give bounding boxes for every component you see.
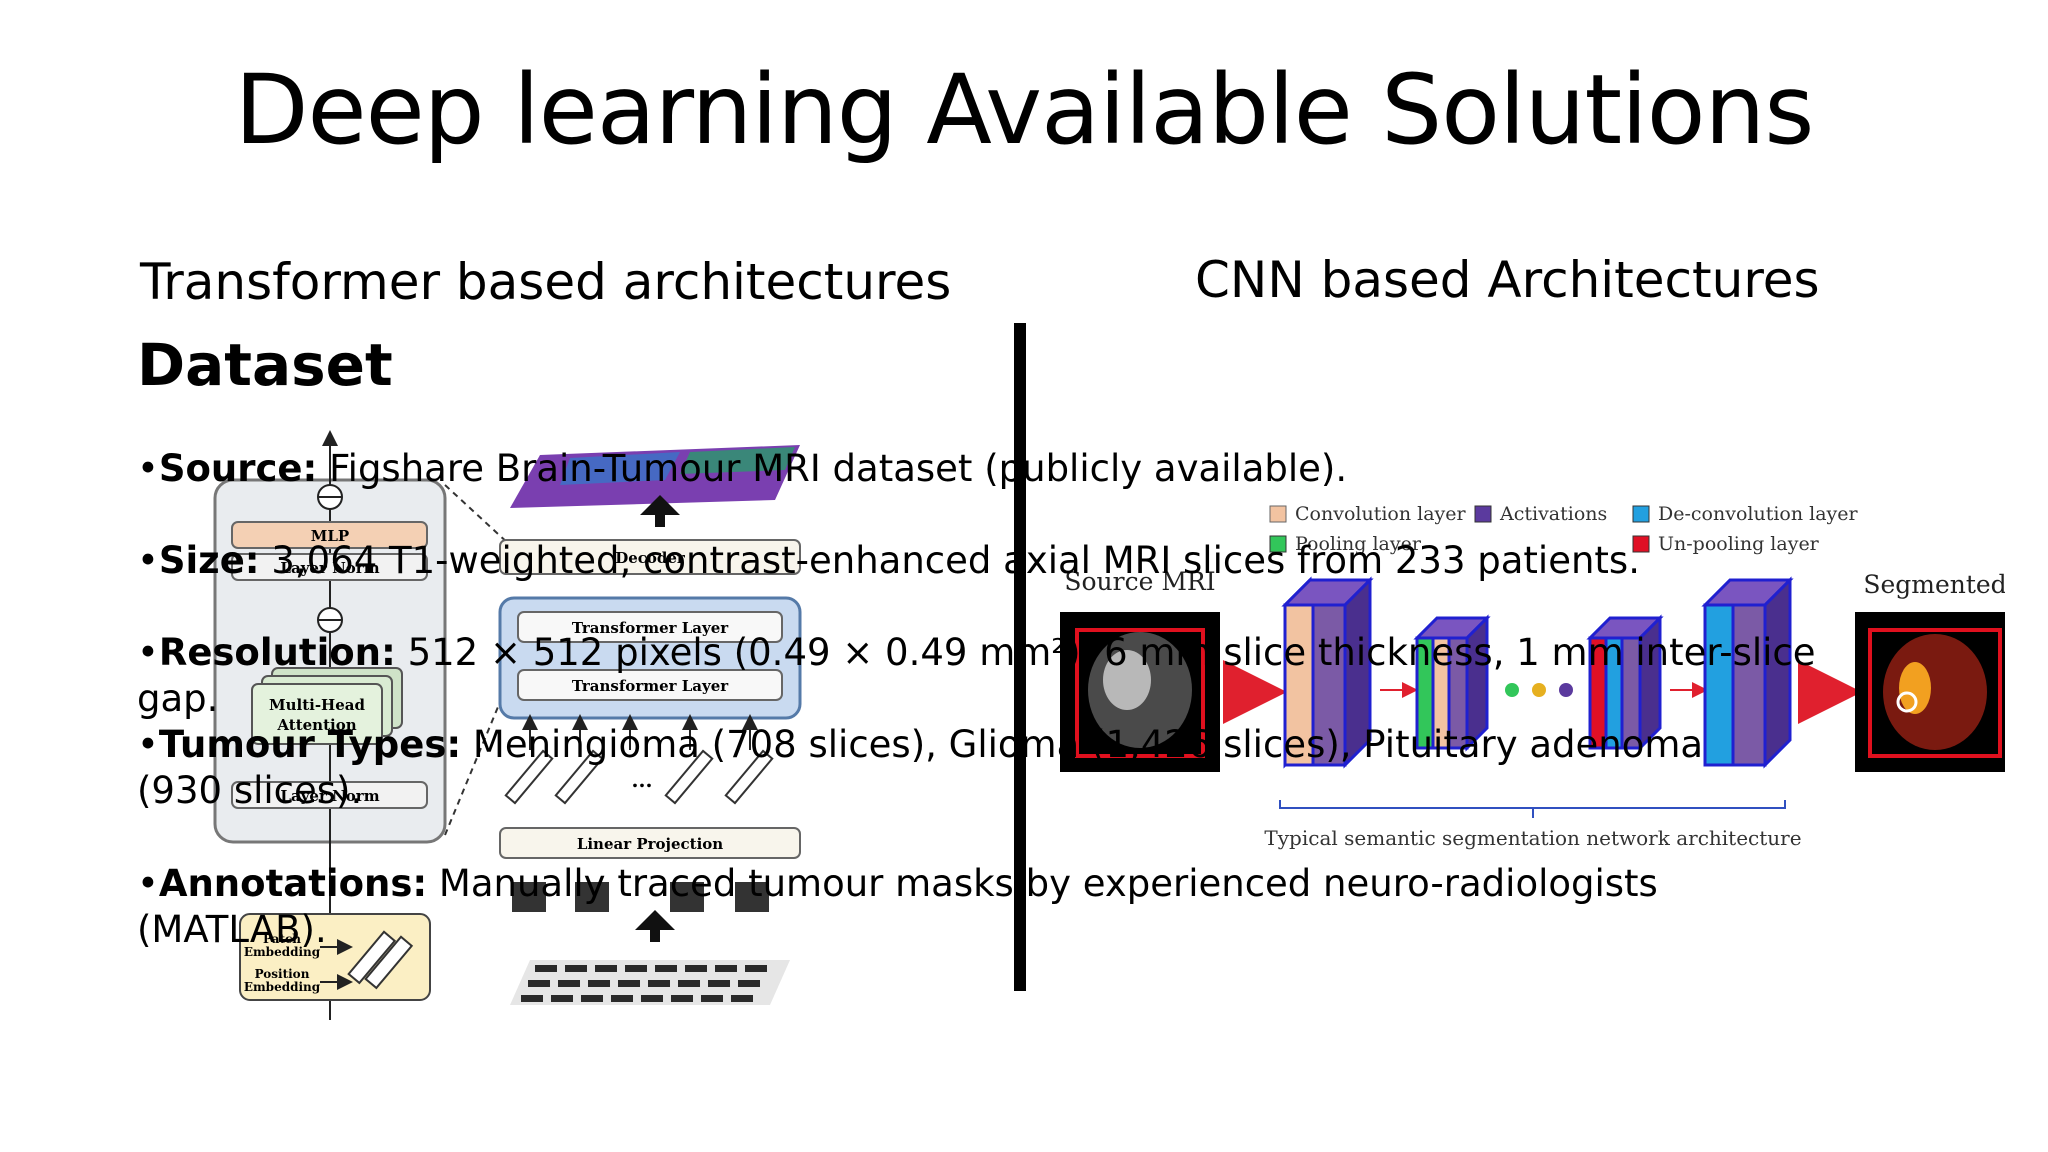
multi-head-label: Multi-Head — [269, 696, 365, 714]
mlp-label: MLP — [311, 527, 349, 545]
network-bracket — [1279, 800, 1786, 818]
input-image-grid — [510, 960, 790, 1005]
item-label: Resolution: — [158, 631, 396, 674]
item-label: Annotations: — [158, 862, 428, 905]
layer-norm-bottom-label: Layer Norm — [280, 787, 379, 805]
decoder-box — [499, 539, 801, 575]
segmented-label: Segmented — [1863, 570, 2005, 599]
legend-unpooling-swatch — [1632, 535, 1650, 553]
bullet-char: • — [137, 631, 159, 674]
transformer-layer-top — [517, 611, 783, 643]
transformer-layer-bottom — [517, 669, 783, 701]
transformer-layer-top-label: Transformer Layer — [572, 619, 729, 637]
slide-title: Deep learning Available Solutions — [234, 54, 1815, 166]
bullet-char: • — [137, 862, 159, 905]
item-label: Tumour Types: — [158, 723, 462, 766]
attention-label: Attention — [276, 716, 356, 734]
column-divider — [1014, 323, 1026, 991]
item-label: Size: — [158, 539, 260, 582]
position-label-1: Position — [255, 967, 310, 981]
source-mri-label: Source MRI — [1064, 567, 1215, 596]
item-text: 3,064 T1-weighted, contrast-enhanced axi… — [259, 539, 1640, 582]
mlp-box — [231, 521, 428, 549]
legend-activations-label: Activations — [1499, 503, 1607, 525]
bullet-char: • — [137, 539, 159, 582]
legend-unpooling-label: Un-pooling layer — [1658, 533, 1820, 555]
item-label: Source: — [158, 447, 318, 490]
decoder-label: Decoder — [615, 549, 686, 567]
transformer-layer-bottom-label: Transformer Layer — [572, 677, 729, 695]
legend-activations-swatch — [1474, 505, 1492, 523]
dataset-item-annotations: •Annotations: Manually traced tumour mas… — [137, 861, 1857, 953]
cnn-diagram: Convolution layer Activations De-convolu… — [1060, 503, 2005, 850]
legend-convolution-label: Convolution layer — [1295, 503, 1467, 525]
legend-convolution-swatch — [1269, 505, 1287, 523]
source-mri-image — [1060, 612, 1220, 772]
token-ellipsis: ... — [632, 768, 653, 792]
dataset-item-tumour-types: •Tumour Types: Meningioma (708 slices), … — [137, 722, 1737, 814]
bullet-char: • — [137, 723, 159, 766]
linear-projection-label: Linear Projection — [577, 835, 723, 853]
item-text: Manually traced tumour masks by experien… — [137, 862, 1658, 951]
layer-norm-bottom-box — [231, 781, 428, 809]
dataset-item-size: •Size: 3,064 T1-weighted, contrast-enhan… — [137, 538, 1857, 584]
dataset-title: Dataset — [137, 331, 393, 399]
legend-pooling-label: Pooling layer — [1295, 533, 1422, 555]
right-column-heading: CNN based Architectures — [1195, 251, 1820, 309]
bottleneck-dots — [1505, 683, 1573, 697]
layer-norm-top-box — [231, 553, 428, 581]
item-text: 512 × 512 pixels (0.49 × 0.49 mm²), 6 mm… — [137, 631, 1816, 720]
bullet-char: • — [137, 447, 159, 490]
transformer-diagram: MLP Layer Norm Multi-Head Attention Laye… — [213, 430, 802, 1020]
attention-box — [251, 683, 383, 745]
legend-deconvolution-label: De-convolution layer — [1658, 503, 1859, 525]
input-patch-thumbnails — [512, 882, 769, 912]
item-text: Figshare Brain-Tumour MRI dataset (publi… — [317, 447, 1348, 490]
linear-projection-box — [499, 827, 801, 859]
dataset-item-resolution: •Resolution: 512 × 512 pixels (0.49 × 0.… — [137, 630, 1857, 722]
legend-pooling-swatch — [1269, 535, 1287, 553]
embedding-patches-icon — [347, 930, 414, 990]
position-label-2: Embedding — [244, 980, 321, 994]
encoder-block-2 — [1413, 614, 1491, 752]
patch-label-2: Embedding — [244, 945, 321, 959]
cnn-caption: Typical semantic segmentation network ar… — [1264, 826, 1801, 850]
legend-deconvolution-swatch — [1632, 505, 1650, 523]
left-column-heading: Transformer based architectures — [140, 253, 952, 311]
decoder-block-1 — [1586, 614, 1664, 752]
segmented-image — [1855, 612, 2005, 772]
layer-norm-top-label: Layer Norm — [280, 559, 379, 577]
decoder-block-2 — [1701, 576, 1794, 769]
encoder-block-1 — [1281, 576, 1374, 769]
patch-label-1: Patch — [263, 932, 301, 946]
item-text: Meningioma (708 slices), Glioma (1,426 s… — [137, 723, 1704, 812]
dataset-item-source: •Source: Figshare Brain-Tumour MRI datas… — [137, 446, 1857, 492]
token-patches-icon — [504, 749, 774, 805]
